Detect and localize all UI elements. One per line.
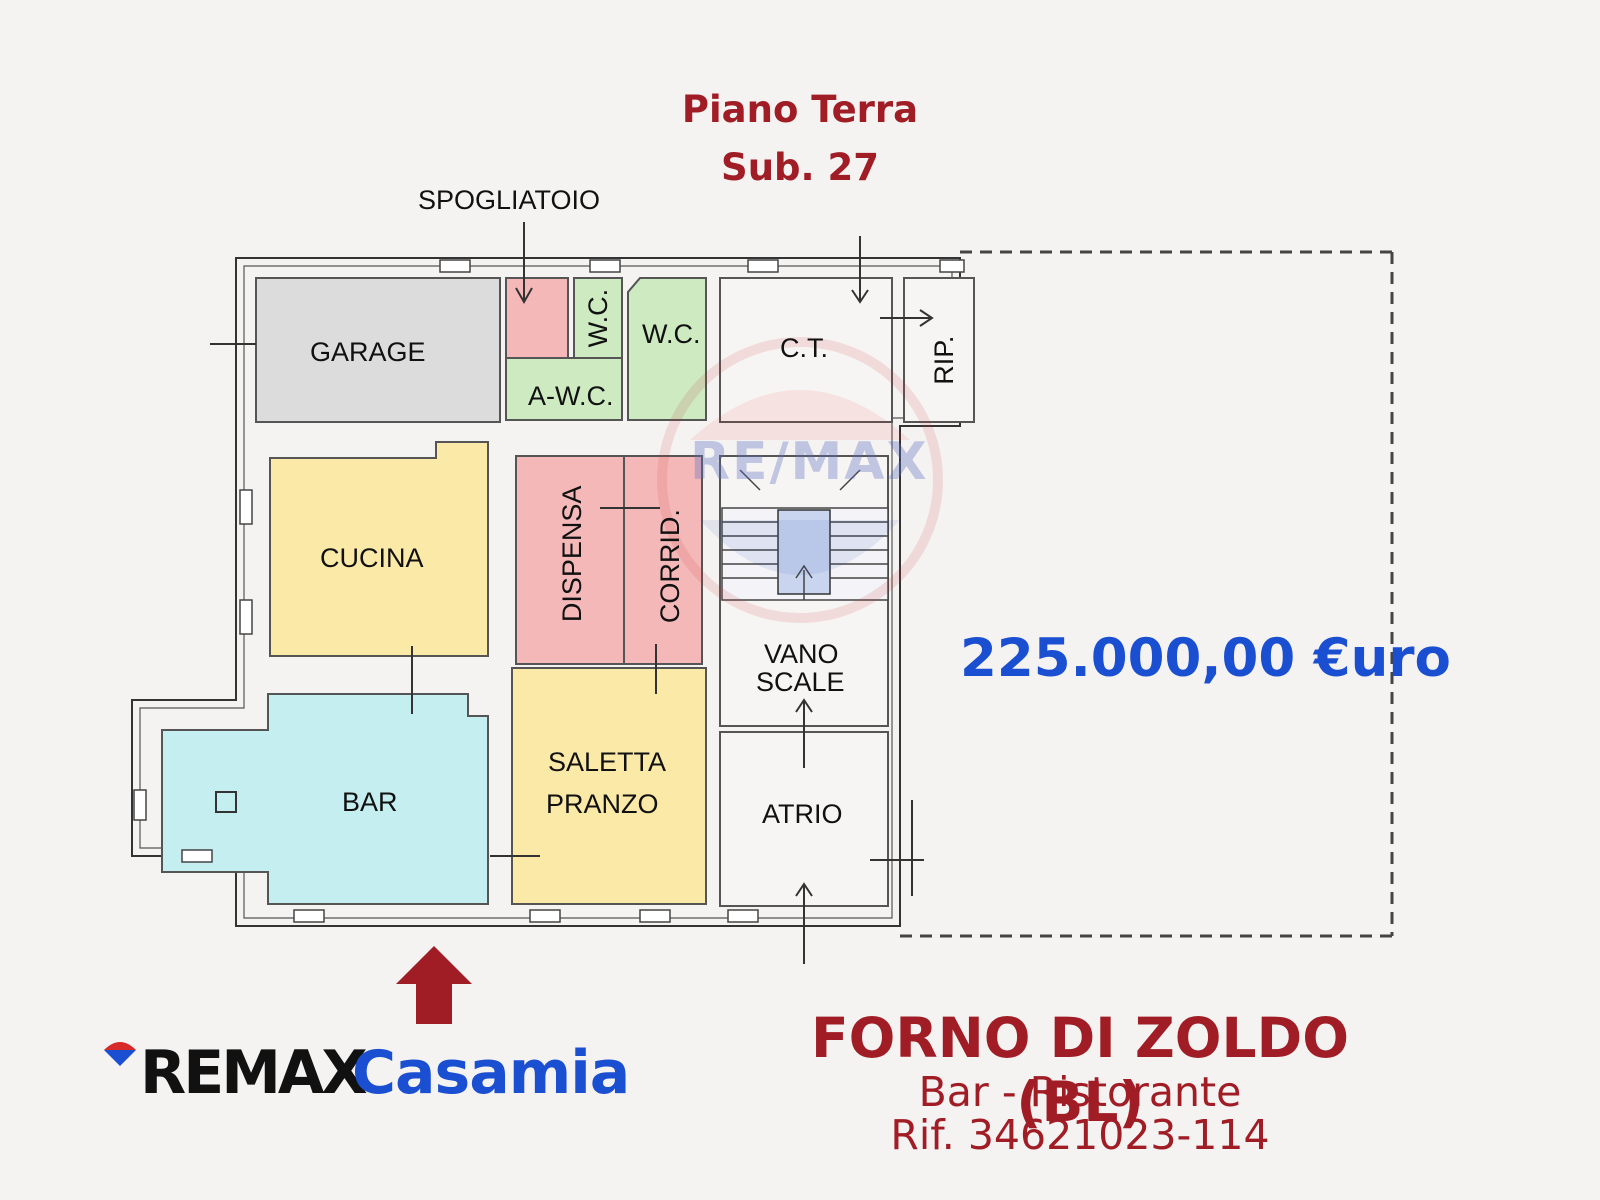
remax-balloon-watermark <box>657 337 943 623</box>
remax-balloon-icon <box>104 1042 136 1066</box>
wc-small-room <box>573 277 623 359</box>
garage-room <box>255 277 501 423</box>
spogliatoio-room <box>505 277 569 359</box>
remax-watermark-text: RE/MAX <box>690 432 929 492</box>
window-marks <box>133 259 965 923</box>
label-scale: SCALE <box>756 667 845 697</box>
label-wc: W.C. <box>642 319 701 349</box>
property-type: Bar - Ristorante <box>918 1068 1242 1116</box>
saletta-room <box>511 667 707 905</box>
cucina-room <box>269 441 489 657</box>
circulation-lines <box>210 222 934 964</box>
bar-room <box>161 693 489 905</box>
plan-subtitle: Sub. 27 <box>721 146 879 189</box>
staircase <box>721 469 889 601</box>
entrance-arrow <box>396 946 472 1024</box>
bar-pillar <box>215 791 237 813</box>
plan-title: Piano Terra <box>681 88 919 131</box>
corridoio-room <box>623 455 703 665</box>
label-atrio: ATRIO <box>762 799 843 829</box>
label-bar: BAR <box>342 787 398 817</box>
label-ct: C.T. <box>780 333 829 363</box>
dispensa-room <box>515 455 625 665</box>
label-awc: A-W.C. <box>528 381 614 411</box>
reference-code: Rif. 34621023-114 <box>890 1111 1270 1159</box>
label-vano: VANO <box>764 639 839 669</box>
wc-room <box>627 277 707 421</box>
label-garage: GARAGE <box>310 337 426 367</box>
label-spogliatoio: SPOGLIATOIO <box>418 185 601 215</box>
label-pranzo: PRANZO <box>546 789 659 819</box>
label-cucina: CUCINA <box>320 543 424 573</box>
price: 225.000,00 €uro <box>960 628 1451 689</box>
rip-room <box>903 277 975 423</box>
label-dispensa: DISPENSA <box>556 485 587 623</box>
plot-boundary <box>900 250 1394 938</box>
label-wc-small: W.C. <box>582 288 613 348</box>
brand-remax: REMAX <box>140 1038 368 1108</box>
awc-room <box>505 357 623 421</box>
label-saletta: SALETTA <box>548 747 667 777</box>
location-name: FORNO DI ZOLDO (BL) <box>811 1006 1349 1134</box>
brand-casamia: Casamia <box>352 1038 630 1108</box>
ct-room <box>719 277 893 423</box>
label-corrid: CORRID. <box>654 509 685 624</box>
label-rip: RIP. <box>928 335 959 385</box>
